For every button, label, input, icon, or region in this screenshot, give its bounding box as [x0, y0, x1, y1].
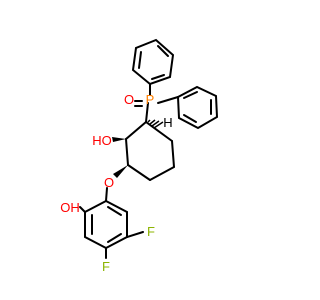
stereo-hydrogen-label: H	[163, 115, 172, 130]
phenyl-right-inner-bond-1	[183, 91, 198, 99]
phosphorus-label: P	[146, 92, 155, 107]
bond-p-to-ring-carbon	[145, 102, 149, 123]
bond-cyclohexane-c4-c5	[149, 166, 175, 181]
wedge-bond-to-ring-hydroxyl	[112, 137, 126, 142]
fluorine-upper-label: F	[147, 224, 155, 239]
phenyl-upper-ring	[131, 38, 175, 86]
ether-oxygen-label: O	[104, 175, 114, 190]
difluorophenol-inner-bond-3	[107, 206, 122, 216]
phosphoryl-oxygen-label: O	[124, 92, 134, 107]
bond-aryl-to-fluorine-upper	[126, 231, 144, 238]
bond-cyclohexane-c6-c1	[145, 121, 173, 142]
bond-cyclohexane-c1-c2	[125, 121, 147, 140]
difluorophenol-inner-bond-2	[107, 233, 122, 243]
phenyl-upper-inner-bond-1	[138, 51, 142, 69]
bond-cyclohexane-c5-c6	[171, 140, 175, 168]
bond-layer	[79, 38, 219, 259]
bond-ether-o-to-aryl-carbon	[105, 187, 108, 202]
bond-aryl-to-phenol-oxygen	[79, 206, 86, 213]
bond-cyclohexane-c2-c3	[125, 138, 129, 166]
phenyl-upper-inner-bond-2	[157, 45, 169, 57]
wedge-bond-to-ether-oxygen	[113, 165, 128, 178]
fluorine-lower-label: F	[102, 259, 110, 274]
phenyl-upper-inner-bond-3	[151, 74, 165, 80]
phenol-hydroxyl-label: OH	[60, 200, 80, 215]
hashed-bond-to-h	[147, 119, 164, 129]
atom-label-layer: P O H HO O OH F F	[60, 92, 172, 274]
bond-cyclohexane-c3-c4	[127, 164, 151, 181]
chemical-structure: P O H HO O OH F F	[60, 38, 219, 274]
phenyl-right-inner-bond-3	[183, 114, 197, 123]
ring-hydroxyl-label: HO	[92, 133, 112, 148]
phenyl-right-ring	[176, 85, 219, 130]
bond-p-to-phenyl-right	[157, 96, 179, 104]
